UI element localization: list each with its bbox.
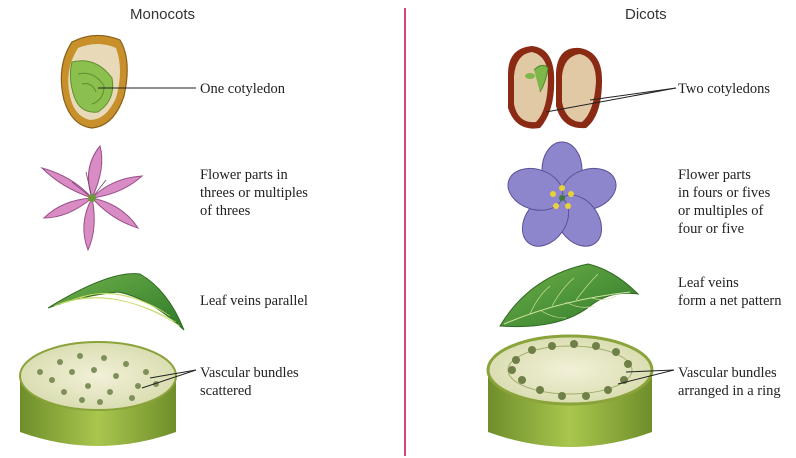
violet-flower	[507, 141, 617, 247]
dicot-seed-leader-2	[589, 87, 677, 101]
dicot-flower-label: Flower parts in fours or fives or multip…	[678, 167, 771, 237]
dicot-leaf-label: Leaf veins form a net pattern	[678, 275, 782, 309]
column-divider	[404, 8, 406, 456]
lily-flower	[40, 144, 144, 252]
monocot-stem-leader-2	[141, 369, 197, 389]
monocot-seed	[60, 34, 128, 129]
monocot-leaf-label: Leaf veins parallel	[200, 293, 308, 309]
dicot-seed	[508, 46, 602, 129]
dicot-seed-leader-1	[545, 87, 677, 113]
monocot-flower-label: Flower parts in threes or multiples of t…	[200, 167, 308, 219]
dicot-seed-label: Two cotyledons	[678, 81, 771, 97]
monocot-stem-label: Vascular bundles scattered	[200, 365, 299, 399]
monocot-stem	[19, 341, 177, 446]
dicot-stem	[486, 334, 654, 447]
monocots-title: Monocots	[130, 6, 196, 23]
dicot-leaf	[499, 263, 640, 328]
dicot-stem-label: Vascular bundles arranged in a ring	[678, 365, 781, 399]
dicot-stem-leader-1	[625, 369, 675, 373]
monocot-leaf	[47, 273, 185, 331]
monocot-seed-label: One cotyledon	[200, 81, 285, 97]
monocot-stem-leader-1	[149, 369, 197, 379]
dicots-title: Dicots	[625, 6, 667, 23]
dicot-stem-leader-2	[617, 369, 675, 385]
